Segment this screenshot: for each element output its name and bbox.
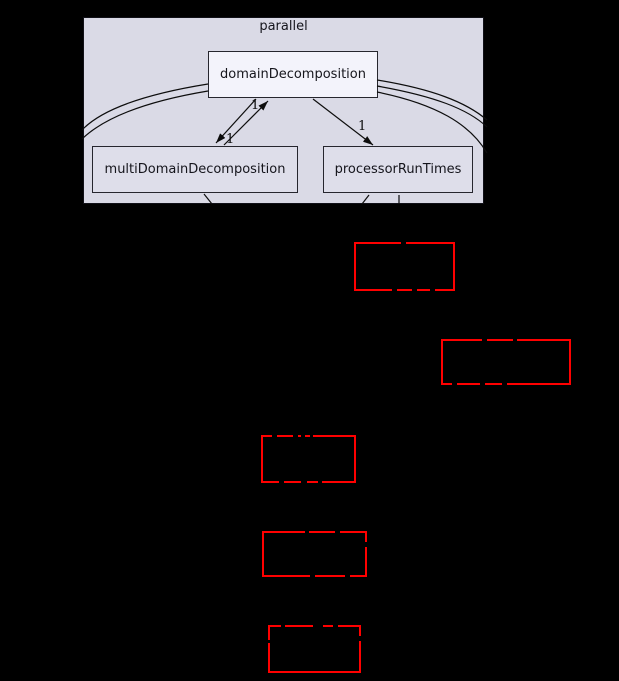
node-domainDecomposition[interactable]: domainDecomposition: [208, 51, 378, 98]
node-processorRunTimes[interactable]: processorRunTimes: [323, 146, 473, 193]
external-node-1[interactable]: [354, 242, 455, 291]
node-label: processorRunTimes: [334, 162, 462, 177]
edge-label-1: 1: [251, 98, 260, 113]
node-label: domainDecomposition: [220, 67, 366, 82]
edge-label-2: 1: [226, 132, 235, 147]
node-multiDomainDecomposition[interactable]: multiDomainDecomposition: [92, 146, 298, 193]
node-label: multiDomainDecomposition: [104, 162, 286, 177]
external-node-4[interactable]: [262, 531, 367, 577]
edge-label-3: 1: [358, 119, 367, 134]
cluster-label: parallel: [259, 19, 308, 34]
external-node-2[interactable]: [441, 339, 571, 385]
external-node-5[interactable]: [268, 625, 361, 673]
external-node-3[interactable]: [261, 435, 356, 483]
